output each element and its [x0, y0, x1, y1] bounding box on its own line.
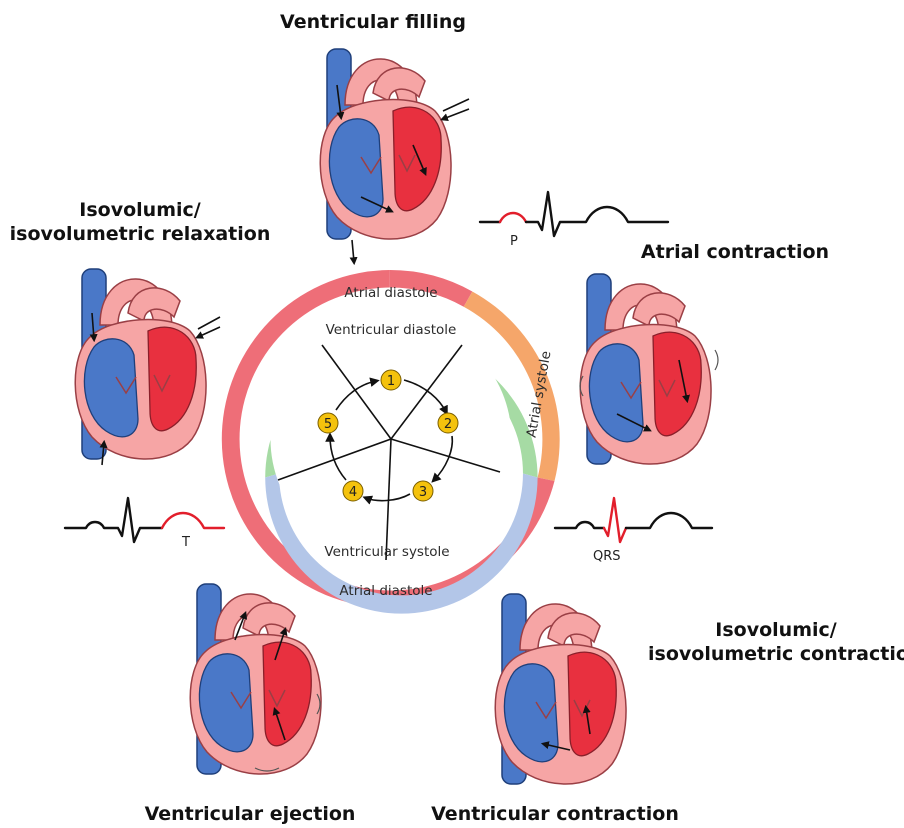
heart-ventricular-filling-illustration — [320, 49, 469, 239]
step-marker-2: 2 — [438, 413, 458, 433]
filling-to-wheel-arrow — [352, 240, 354, 262]
ecg-label-p: P — [510, 234, 518, 249]
cycle-wheel: 1 2 3 4 5 Atrial diastole Ventricular di… — [222, 270, 560, 614]
heart-ventricular-ejection-illustration — [190, 584, 321, 774]
step-number-3: 3 — [419, 485, 427, 500]
step-marker-1: 1 — [381, 370, 401, 390]
step-number-2: 2 — [444, 417, 452, 432]
ring-label-ventricular-systole: Ventricular systole — [324, 544, 449, 560]
ring-label-ventricular-diastole: Ventricular diastole — [326, 322, 457, 338]
ecg-trace-p-wave: P — [480, 192, 668, 249]
heart-atrial-contraction-illustration — [580, 274, 718, 464]
ecg-label-qrs: QRS — [593, 549, 621, 564]
step-number-5: 5 — [324, 417, 332, 432]
ecg-trace-t-wave: T — [65, 498, 224, 550]
heart-isovolumic-relaxation-illustration — [75, 269, 220, 465]
step-marker-4: 4 — [343, 481, 363, 501]
ring-label-atrial-diastole-top: Atrial diastole — [344, 285, 437, 301]
step-marker-3: 3 — [413, 481, 433, 501]
ecg-trace-qrs: QRS — [555, 498, 712, 564]
heart-isovolumic-contraction-illustration — [495, 594, 626, 784]
step-number-4: 4 — [349, 485, 357, 500]
ring-label-atrial-diastole-bottom: Atrial diastole — [339, 583, 432, 599]
step-number-1: 1 — [387, 374, 395, 389]
step-marker-5: 5 — [318, 413, 338, 433]
ecg-label-t: T — [181, 535, 190, 550]
